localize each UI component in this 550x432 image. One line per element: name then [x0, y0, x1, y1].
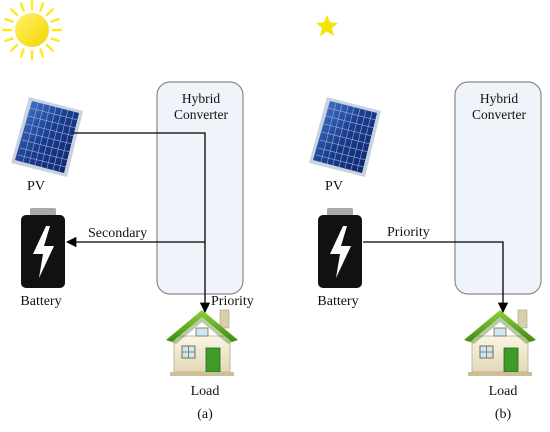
secondary-flow-label: Secondary	[88, 226, 147, 241]
pv-label: PV	[27, 179, 45, 194]
pv-to-load-arrow	[73, 132, 211, 314]
solar-panel-icon	[10, 96, 84, 178]
battery-icon	[21, 208, 65, 288]
panel-caption: (b)	[495, 407, 512, 422]
battery-to-load-arrow	[363, 241, 509, 314]
converter-label-line1: Hybrid	[480, 91, 518, 106]
converter-label-line2: Converter	[472, 107, 526, 122]
battery-label: Battery	[20, 294, 61, 309]
house-icon	[165, 309, 239, 377]
sun-icon	[1, 0, 63, 61]
converter-label-line2: Converter	[174, 107, 228, 122]
load-label: Load	[489, 384, 518, 399]
panel-a: Hybrid Converter PV Battery Load (a) Sec…	[1, 0, 254, 422]
hybrid-converter-box	[454, 81, 542, 295]
hybrid-converter-box	[156, 81, 244, 295]
panel-b: Hybrid Converter PV Battery Load (b) Pri…	[308, 10, 542, 422]
house-icon	[463, 309, 537, 377]
converter-label-line1: Hybrid	[182, 91, 220, 106]
pv-label: PV	[325, 179, 343, 194]
moon-star-icon	[316, 10, 364, 54]
panel-caption: (a)	[197, 407, 213, 422]
priority-flow-label: Priority	[387, 225, 430, 240]
load-label: Load	[191, 384, 220, 399]
battery-icon	[318, 208, 362, 288]
priority-flow-label: Priority	[211, 294, 254, 309]
solar-panel-icon	[308, 96, 382, 178]
battery-label: Battery	[317, 294, 358, 309]
